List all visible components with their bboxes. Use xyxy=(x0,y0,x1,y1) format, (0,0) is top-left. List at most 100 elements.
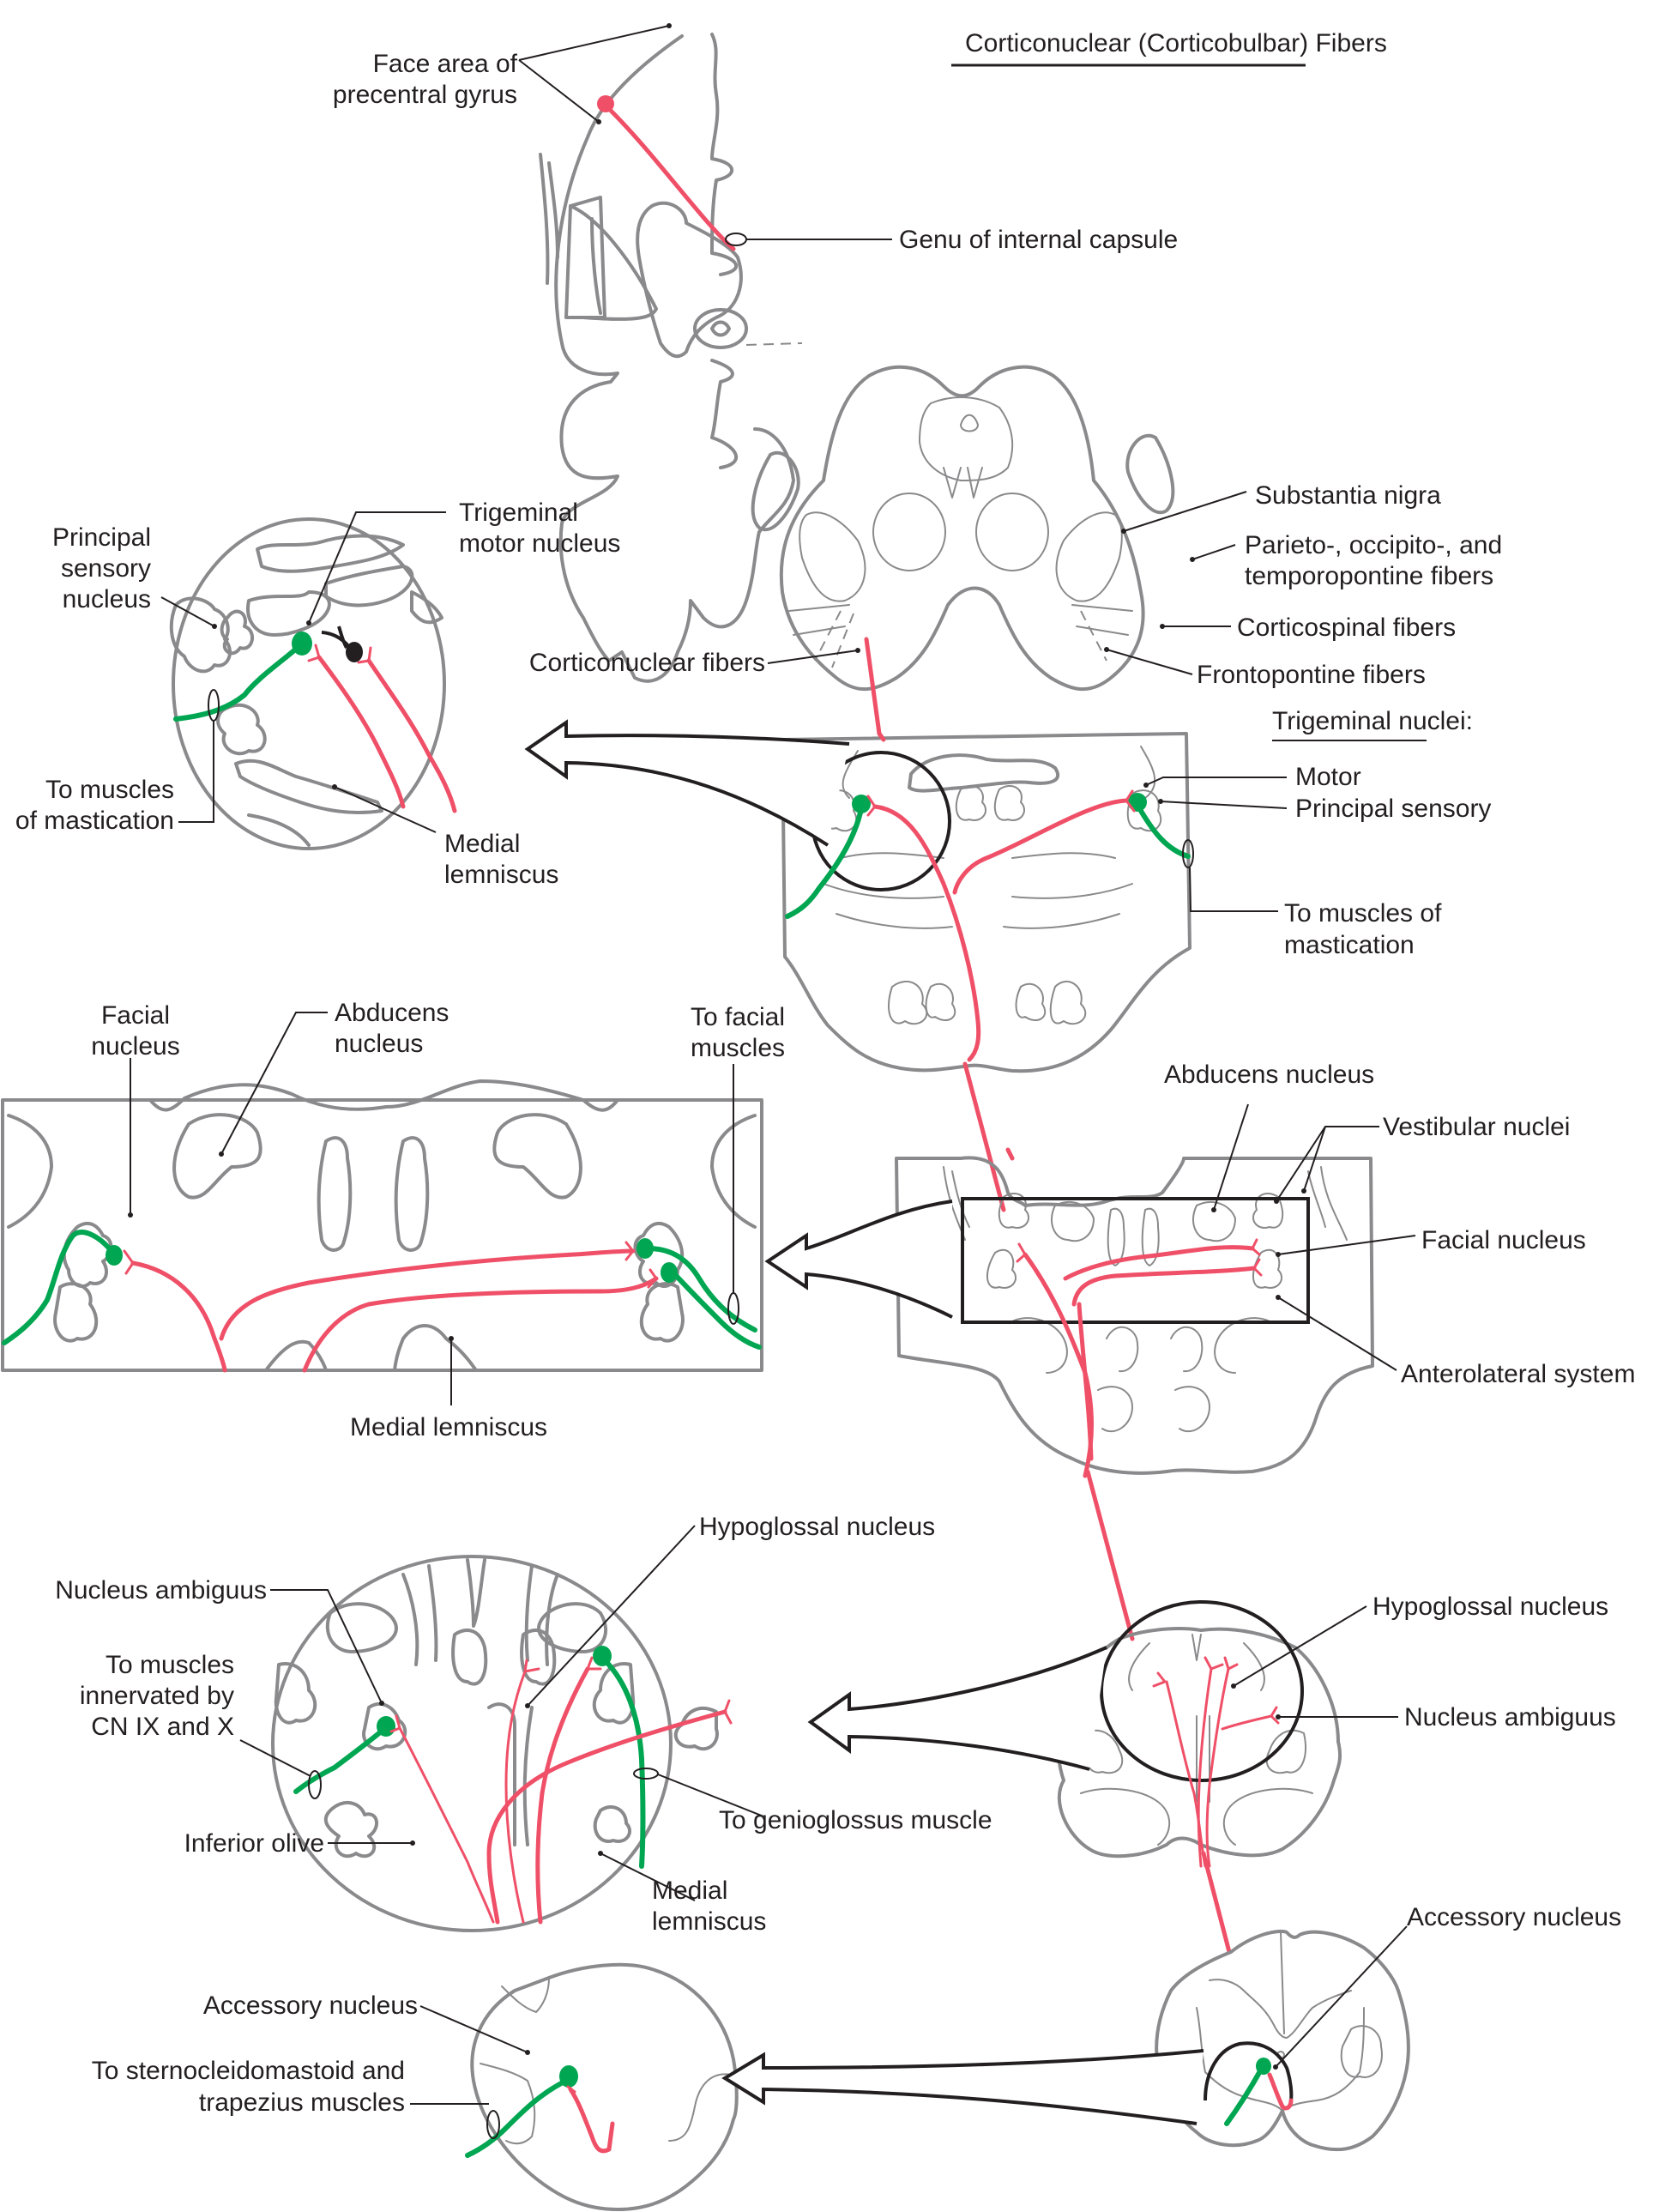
mlf-columns-inset xyxy=(317,1136,430,1252)
medulla-inset-median-septum xyxy=(466,1558,486,1628)
medial-lemniscus-outline xyxy=(234,758,383,814)
leader-dot xyxy=(212,624,217,629)
lower-pons-section: Abducens nucleus Vestibular nuclei Facia… xyxy=(764,1061,1635,1641)
inferior-olive-outline xyxy=(323,1801,378,1858)
spinal-inset-gray-matter xyxy=(480,2063,536,2145)
pyramid-left-inset xyxy=(264,1339,328,1372)
facial-nucleus-right-inset xyxy=(633,1221,685,1288)
corticonuclear-to-right-facial-upper xyxy=(219,1248,636,1341)
enlarge-arrow-trigeminal xyxy=(524,719,850,847)
leader-dot xyxy=(598,1851,603,1856)
label-trigeminal-heading: Trigeminal nuclei: xyxy=(1272,707,1473,735)
label-face-area-2: precentral gyrus xyxy=(333,81,517,109)
right-ventral-horn-nucleus xyxy=(1340,2025,1383,2078)
midbrain-section: Substantia nigra Parieto-, occipito-, an… xyxy=(529,365,1502,736)
leader-face-area-2 xyxy=(518,59,600,123)
trigeminal-inset-lower-nucleus xyxy=(216,703,267,756)
pontine-transverse-fibers xyxy=(823,852,1133,929)
leader-dot xyxy=(306,620,311,626)
leader-dot xyxy=(1143,783,1149,788)
spinal-inset: Accessory nucleus To sternocleidomastoid… xyxy=(92,1962,739,2211)
label-ambiguus-inset: Nucleus ambiguus xyxy=(55,1576,267,1605)
oculomotor-nuclei xyxy=(943,467,983,499)
label-abducens-inset-1: Abducens xyxy=(335,999,449,1027)
facial-motor-axon-right-upper xyxy=(646,1246,757,1333)
label-ml-trig-2: lemniscus xyxy=(444,861,558,889)
crus-left-division xyxy=(788,604,850,636)
corticonuclear-crossing-lower xyxy=(1071,1266,1257,1307)
leader-dot xyxy=(525,2050,530,2055)
leader-dot xyxy=(1273,2064,1278,2070)
corticonuclear-axon-contralateral xyxy=(317,655,406,809)
accessory-motor-axon xyxy=(465,2078,569,2158)
label-vestibular: Vestibular nuclei xyxy=(1383,1113,1570,1141)
hypoglossal-motor-neuron xyxy=(593,1646,612,1666)
medulla-inset-midline-structures xyxy=(401,1564,559,1666)
leader-dot xyxy=(1104,647,1109,652)
label-accessory-spinal: Accessory nucleus xyxy=(1407,1903,1621,1931)
left-trigeminal-motor-axon xyxy=(785,810,863,919)
other-side-axon-black xyxy=(321,626,352,650)
label-facial-pons: Facial nucleus xyxy=(1421,1226,1586,1254)
inferior-olive-right-outline xyxy=(593,1805,631,1843)
pons-synaptic-terminals xyxy=(866,789,1136,817)
dashed-boundary xyxy=(745,342,803,346)
dorsal-median-septum xyxy=(1280,1931,1285,2034)
nucleus-ambiguus-outline-right xyxy=(673,1707,719,1751)
label-trig-motor-1: Trigeminal xyxy=(459,499,578,527)
leader-substantia-nigra xyxy=(1123,491,1247,532)
facial-zoom-box[interactable] xyxy=(961,1197,1310,1324)
spinal-zoom-arc[interactable] xyxy=(1204,2041,1294,2101)
label-face-area-1: Face area of xyxy=(373,50,518,78)
label-abducens-pons: Abducens nucleus xyxy=(1164,1061,1374,1089)
leader-ambiguus-inset xyxy=(270,1589,383,1704)
leader-dot xyxy=(128,1212,133,1218)
leader-dot xyxy=(449,1336,454,1341)
label-parieto-2: temporopontine fibers xyxy=(1245,562,1493,590)
facial-motor-neuron-right-upper xyxy=(636,1238,654,1259)
medulla-synaptic-terminals xyxy=(1152,1656,1280,1725)
midbrain-right-lobe xyxy=(1125,433,1175,515)
genioglossus-callout-ring xyxy=(633,1768,659,1780)
ix-x-callout-ring xyxy=(308,1770,322,1799)
label-genu: Genu of internal capsule xyxy=(899,226,1178,254)
label-medial-lemniscus-inset: Medial lemniscus xyxy=(350,1413,547,1441)
cerebellar-peduncle-lines-lower xyxy=(943,1166,1348,1241)
red-nucleus-left xyxy=(872,493,946,571)
principal-sensory-nucleus-outline xyxy=(169,596,232,674)
crus-right-division xyxy=(1071,604,1133,636)
label-ml-medulla-2: lemniscus xyxy=(652,1907,766,1936)
medulla-dorsal-structures xyxy=(1128,1634,1265,1691)
leader-dot xyxy=(1121,529,1126,534)
label-parieto-1: Parieto-, occipito-, and xyxy=(1245,531,1502,559)
corticonuclear-to-ambiguus-right xyxy=(486,1709,727,1925)
leader-ix-x xyxy=(239,1739,311,1777)
corticonuclear-descending-to-spinal xyxy=(1201,1851,1232,1955)
leader-accessory-spinal xyxy=(1275,1925,1408,2068)
leader-dot xyxy=(1274,1199,1279,1204)
label-trig-motor-2: motor nucleus xyxy=(459,529,620,558)
periaqueductal-gray xyxy=(919,396,1014,481)
corticonuclear-to-hypoglossal-right xyxy=(535,1666,590,1925)
facial-motor-axon-right-lower xyxy=(668,1267,762,1350)
corticonuclear-to-ambiguus xyxy=(398,1726,495,1924)
abducens-level-nuclei xyxy=(955,785,1025,821)
lateral-nuclei-inset xyxy=(53,1282,685,1343)
label-ix-x-2: innervated by xyxy=(80,1682,234,1710)
leader-abducens-pons xyxy=(1213,1103,1249,1211)
red-nucleus-right xyxy=(975,493,1049,571)
leader-facial-pons xyxy=(1277,1235,1416,1255)
vestibular-nuclei-outlines xyxy=(998,1193,1284,1229)
leader-dot xyxy=(1231,1683,1236,1689)
corticonuclear-descending-axon xyxy=(962,1061,1006,1212)
medulla-zoom-circle[interactable] xyxy=(1100,1600,1304,1782)
corticonuclear-to-hypoglossal-left xyxy=(504,1670,527,1924)
label-ix-x-3: CN IX and X xyxy=(91,1713,234,1741)
leader-dot xyxy=(1301,1188,1306,1194)
medulla-axon-4 xyxy=(1221,1714,1273,1731)
corticonuclear-descending-to-medulla xyxy=(1085,1469,1135,1641)
spinal-accessory-motor-axon xyxy=(1224,2067,1264,2126)
label-scm-2: trapezius muscles xyxy=(199,2088,405,2117)
leader-trigeminal-motor xyxy=(308,511,446,624)
cortical-neuron-cell-body xyxy=(597,95,614,112)
